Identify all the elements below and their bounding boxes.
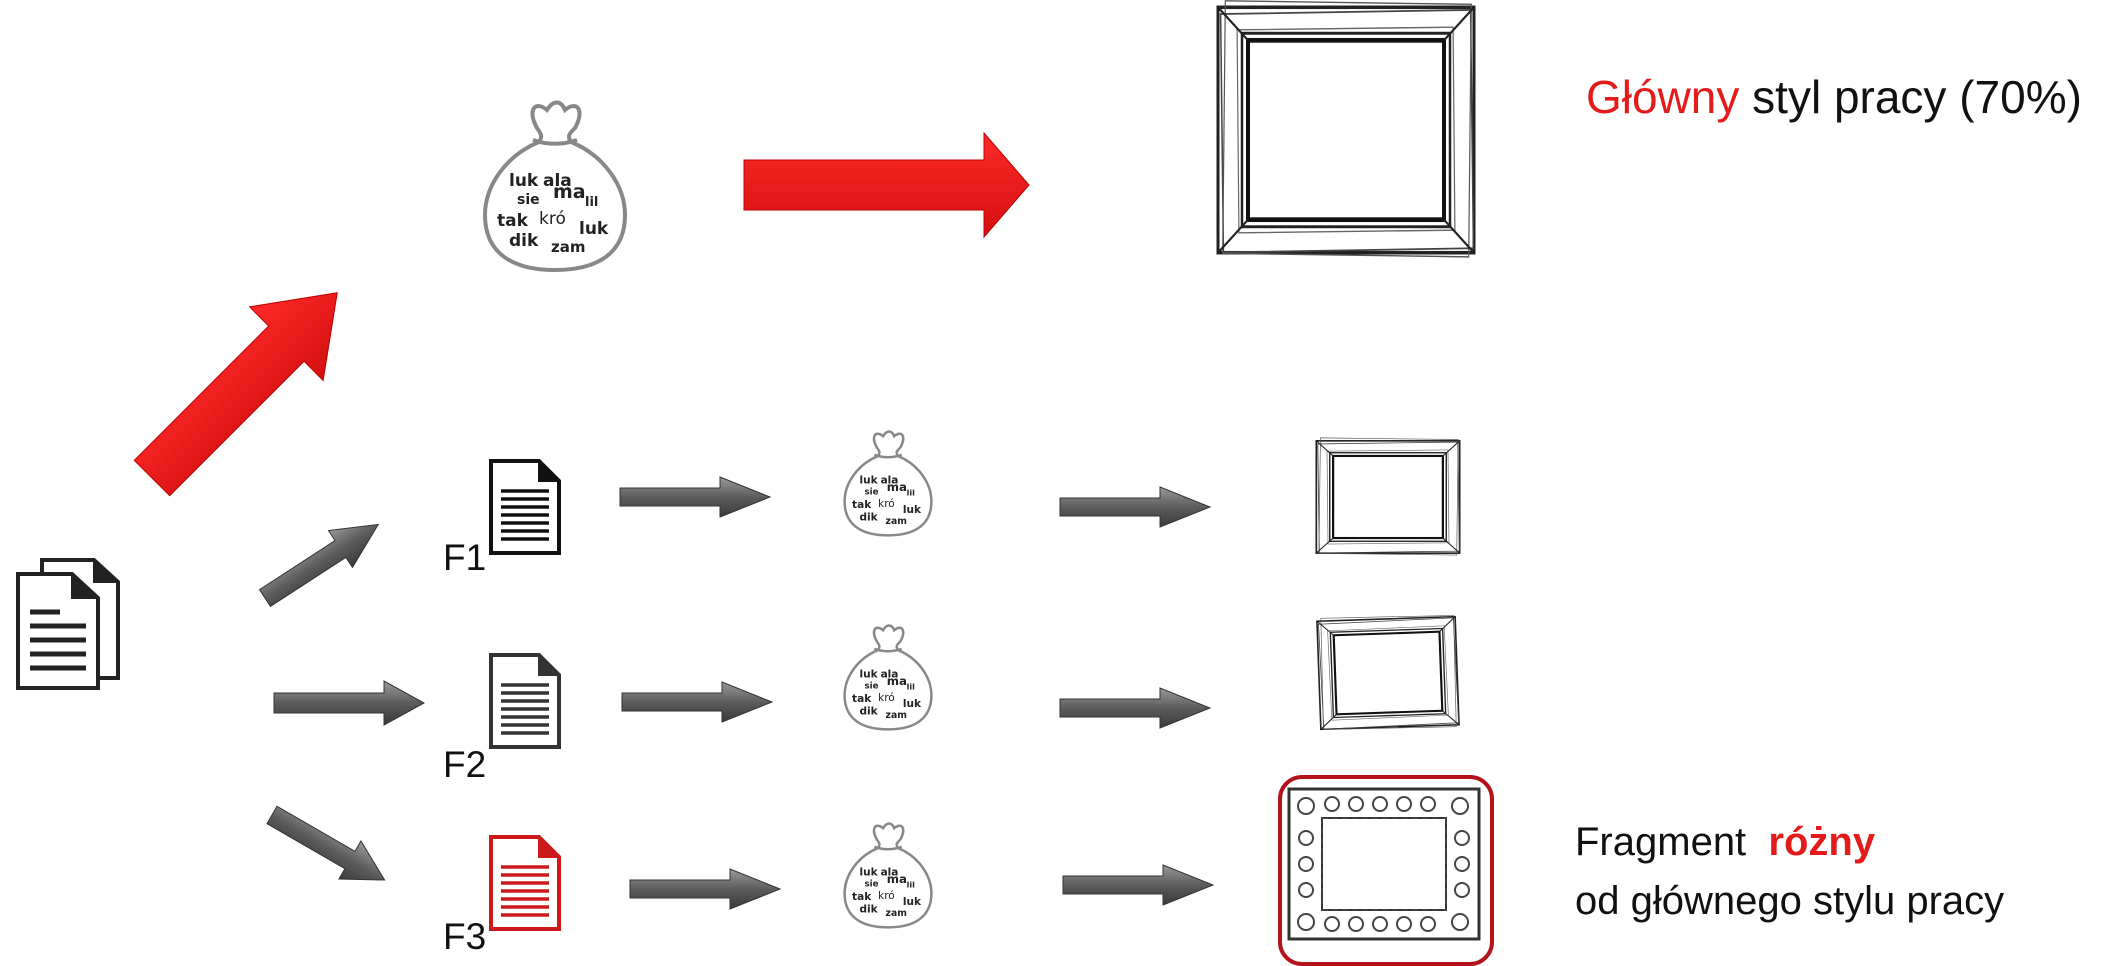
fragment1-document-icon [491,461,559,553]
fragment3-bag-of-words-icon [845,824,932,928]
different-fragment-highlight: różny [1768,820,1875,864]
fragment3-split-arrow [261,796,396,899]
different-fragment-prefix: Fragment [1575,820,1746,864]
fragment3-document-icon [491,837,559,929]
fragment2-bag-to-frame-arrow [1060,688,1210,728]
fragment3-doc-to-bag-arrow [630,869,780,909]
fragment1-label: F1 [443,537,486,579]
different-fragment-line2: od głównego stylu pracy [1575,872,2004,931]
fragment1-bag-to-frame-arrow [1060,487,1210,527]
fragment1-doc-to-bag-arrow [620,477,770,517]
different-fragment-caption: Fragment różny od głównego stylu pracy [1575,813,2004,931]
fragment1-style-frame-icon [1316,438,1459,555]
different-fragment-line1: Fragment różny [1575,813,2004,872]
fragment1-bag-of-words-icon [845,432,932,536]
fragment2-split-arrow [274,681,424,725]
fragment3-bag-to-frame-arrow [1063,865,1213,905]
fragment2-document-icon [491,655,559,747]
main-bag-of-words-icon [485,103,625,271]
main-style-text: styl pracy (70%) [1752,71,2082,123]
main-path-arrow [744,133,1029,237]
fragment2-label: F2 [443,744,486,786]
main-style-caption: Główny styl pracy (70%) [1586,70,2082,124]
source-documents-icon [18,560,118,688]
main-style-frame-icon [1218,1,1474,257]
fragment3-label: F3 [443,916,486,958]
main-path-diagonal-arrow [115,256,374,515]
fragment2-bag-of-words-icon [845,626,932,730]
fragment2-style-frame-icon [1317,614,1459,731]
fragment3-ornate-frame-icon [1289,789,1479,939]
main-style-highlight: Główny [1586,71,1739,123]
fragment2-doc-to-bag-arrow [622,682,772,722]
fragment1-split-arrow [253,506,390,616]
